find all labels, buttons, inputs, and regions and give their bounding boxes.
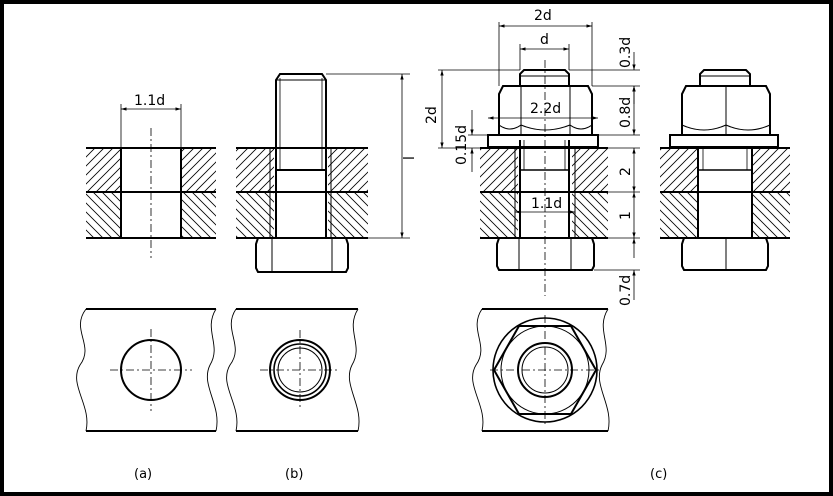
view-a-plates-section [86, 104, 216, 258]
view-c-plan [472, 308, 610, 432]
caption-b: (b) [285, 467, 303, 482]
dim-b-length: l [402, 156, 418, 160]
dim-c-head-height: 0.7d [618, 275, 634, 306]
dim-c-nut-height: 0.8d [618, 97, 634, 128]
dim-c-washer-dia: 2.2d [530, 101, 561, 117]
caption-a: (a) [134, 467, 152, 482]
dim-a-hole: 1.1d [134, 93, 165, 109]
dim-c-thread-dia: d [540, 32, 549, 48]
view-c-bolt-assembly [438, 22, 640, 300]
dim-c-nut-width: 2d [534, 8, 552, 24]
dim-c-thread-end: 0.3d [618, 37, 634, 68]
dim-c-plate-top: 2 [618, 167, 634, 176]
caption-c: (c) [650, 467, 667, 482]
dim-c-hole: 1.1d [531, 196, 562, 212]
view-a-plan [76, 308, 218, 432]
view-b-bolt-section [236, 73, 410, 273]
view-c-simplified [660, 69, 790, 271]
dim-c-plate-bot: 1 [618, 211, 634, 220]
dim-c-washer-thick: 0.15d [454, 125, 470, 165]
dim-c-protrude: 2d [424, 106, 440, 124]
view-b-plan [226, 308, 360, 432]
